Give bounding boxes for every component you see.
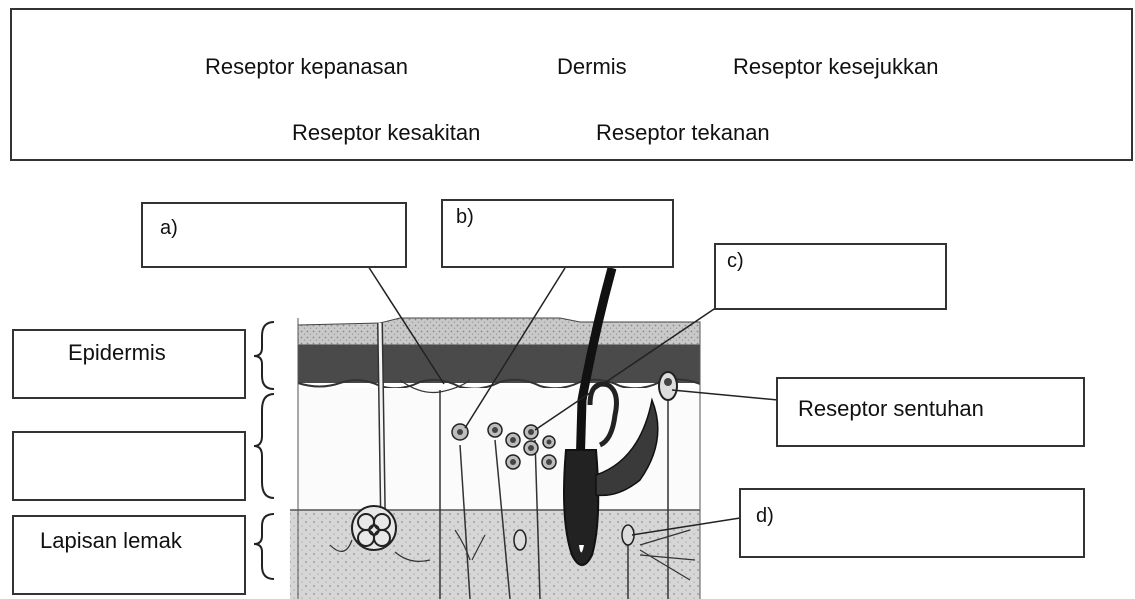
answer-box-a-letter: a) — [160, 217, 178, 239]
answer-box-c[interactable] — [714, 243, 947, 310]
layer-box-epidermis — [12, 329, 246, 399]
word-bank-item-pain-receptor[interactable]: Reseptor kesakitan — [292, 120, 481, 145]
answer-box-d-letter: d) — [756, 505, 774, 527]
nerve-fiber-3 — [494, 439, 511, 599]
layer-braces — [253, 321, 275, 580]
hair-shaft — [573, 266, 617, 541]
fat-receptor-bulb-1 — [513, 529, 527, 551]
touch-receptor-label: Reseptor sentuhan — [798, 396, 984, 421]
arrector-pili-muscle — [595, 397, 659, 497]
answer-box-c-letter: c) — [727, 250, 744, 272]
layer-box-dermis-blank[interactable] — [12, 431, 246, 501]
sweat-gland — [351, 505, 397, 551]
leader-lines — [367, 265, 779, 536]
layer-label-epidermis: Epidermis — [68, 340, 166, 365]
hair-follicle — [563, 449, 600, 566]
epidermis-dark-layer — [298, 345, 700, 383]
touch-receptor-box — [776, 377, 1085, 447]
nerve-fiber-4 — [534, 439, 541, 599]
answer-box-b[interactable] — [441, 199, 674, 268]
word-bank-item-heat-receptor[interactable]: Reseptor kepanasan — [205, 54, 409, 79]
word-bank-item-pressure-receptor[interactable]: Reseptor tekanan — [596, 120, 770, 145]
answer-box-a[interactable] — [141, 202, 407, 268]
nerve-fiber-2 — [459, 444, 471, 599]
receptor-bulbs — [451, 422, 557, 470]
word-bank-item-dermis[interactable]: Dermis — [557, 54, 627, 79]
layer-box-fat — [12, 515, 246, 595]
word-bank-item-cold-receptor[interactable]: Reseptor kesejukkan — [733, 54, 939, 79]
answer-box-b-letter: b) — [456, 206, 474, 228]
answer-box-d[interactable] — [739, 488, 1085, 558]
layer-label-fat: Lapisan lemak — [40, 528, 182, 553]
epidermis-surface — [297, 317, 701, 346]
sebaceous-gland — [587, 381, 619, 448]
word-bank — [10, 8, 1133, 161]
